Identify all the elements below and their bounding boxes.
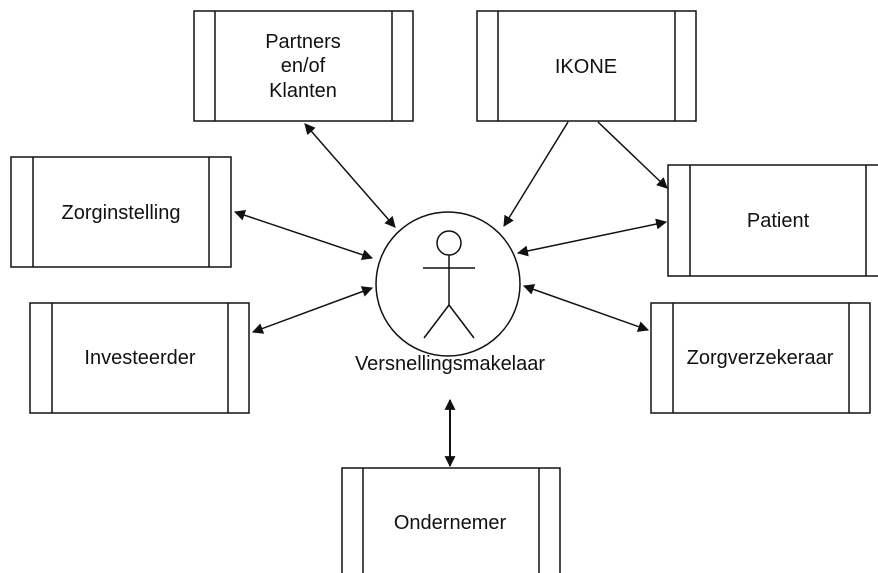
edge-zorgverzekeraar-actor: [522, 284, 650, 332]
node-partners: Partners en/of Klanten: [193, 10, 414, 122]
node-partners-label-line-2: en/of: [281, 55, 326, 77]
node-partners-label-line-3: Klanten: [269, 80, 337, 102]
edge-zorginstelling-actor: [233, 209, 374, 261]
node-zorginstelling: Zorginstelling: [10, 156, 232, 268]
edge-ikone-patient: [597, 121, 668, 189]
edge-ikone-actor: [503, 121, 569, 227]
node-ondernemer: Ondernemer: [341, 467, 561, 573]
node-partners-label-line-1: Partners: [265, 31, 341, 53]
actor-label: Versnellingsmakelaar: [355, 353, 545, 375]
node-ondernemer-label: Ondernemer: [394, 512, 507, 534]
stick-figure-icon: [423, 230, 475, 339]
node-patient-label: Patient: [747, 210, 810, 232]
actor-node: Versnellingsmakelaar: [355, 211, 545, 375]
edge-patient-actor: [516, 218, 668, 257]
node-patient: Patient: [667, 164, 878, 277]
actor-circle: [375, 211, 521, 357]
node-ikone: IKONE: [476, 10, 697, 122]
edge-investeerder-actor: [251, 286, 374, 334]
node-ikone-label: IKONE: [555, 56, 617, 78]
edge-partners-actor: [304, 123, 396, 228]
node-investeerder-label: Investeerder: [84, 347, 196, 369]
node-zorginstelling-label: Zorginstelling: [62, 202, 181, 224]
node-zorgverzekeraar: Zorgverzekeraar: [650, 302, 871, 414]
edges: [233, 121, 668, 468]
node-zorgverzekeraar-label: Zorgverzekeraar: [687, 347, 834, 369]
node-investeerder: Investeerder: [29, 302, 250, 414]
